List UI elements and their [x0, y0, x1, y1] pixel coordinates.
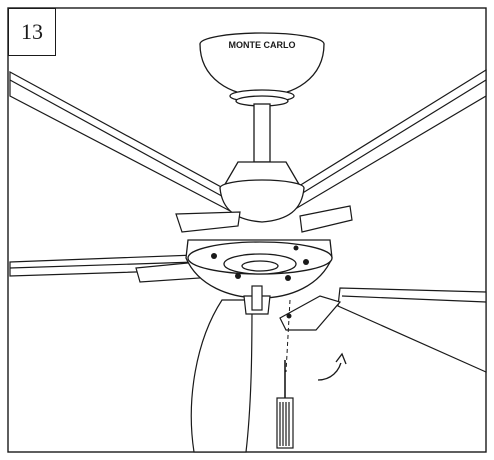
canopy — [199, 32, 325, 107]
step-number: 13 — [8, 8, 56, 56]
downrod — [253, 103, 271, 163]
blade-arm-back-right — [299, 205, 353, 233]
blade-arm-back-left — [175, 211, 241, 233]
screw-point — [286, 313, 292, 319]
blade-right — [337, 287, 487, 373]
alignment-dashed-line — [285, 299, 291, 373]
blade-arm-front-right — [279, 295, 342, 331]
curved-arrow-icon — [317, 352, 347, 381]
brand-logo-text: MONTE CARLO — [229, 40, 296, 50]
motor-housing — [219, 161, 305, 223]
plate-bracket — [243, 285, 271, 315]
plate-screws — [211, 245, 309, 281]
screwdriver-icon — [276, 360, 294, 449]
blade-front — [190, 299, 253, 453]
